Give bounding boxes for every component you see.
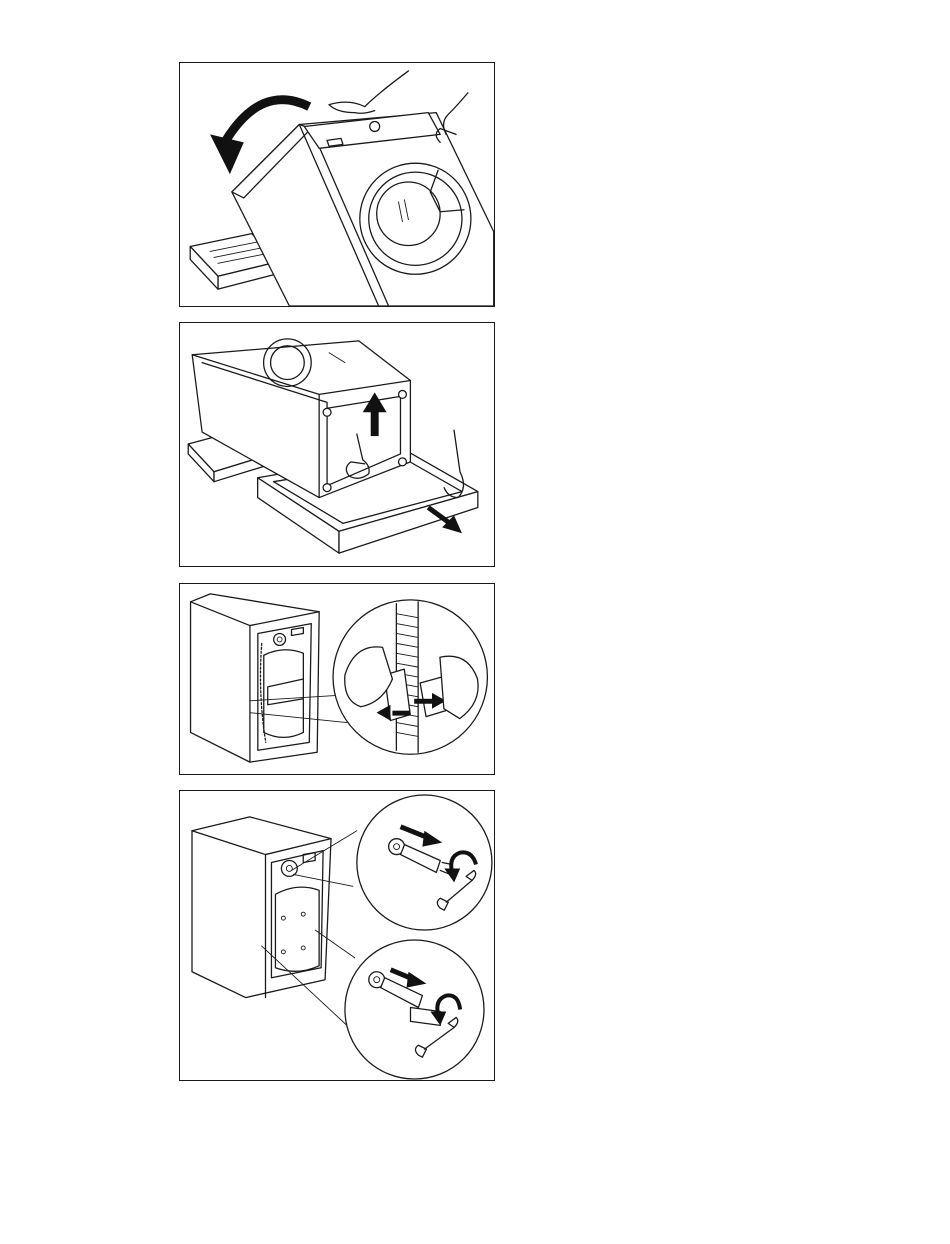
washing-machine-rear — [191, 594, 347, 762]
detail-magnifier-top — [357, 795, 492, 930]
figure-release-hose-clip — [179, 583, 495, 775]
hose-clip-illustration — [180, 584, 494, 774]
figure-remove-base-block — [179, 322, 495, 567]
washing-machine-rear — [192, 817, 357, 1026]
remove-base-illustration — [180, 323, 494, 566]
tilt-machine-illustration — [180, 63, 494, 306]
detail-magnifier-bottom — [345, 940, 484, 1079]
figure-remove-transit-bolts — [179, 790, 495, 1081]
washing-machine-tilted — [232, 113, 494, 306]
figure-tilt-machine-back — [179, 62, 495, 307]
transit-bolts-illustration — [180, 791, 494, 1080]
